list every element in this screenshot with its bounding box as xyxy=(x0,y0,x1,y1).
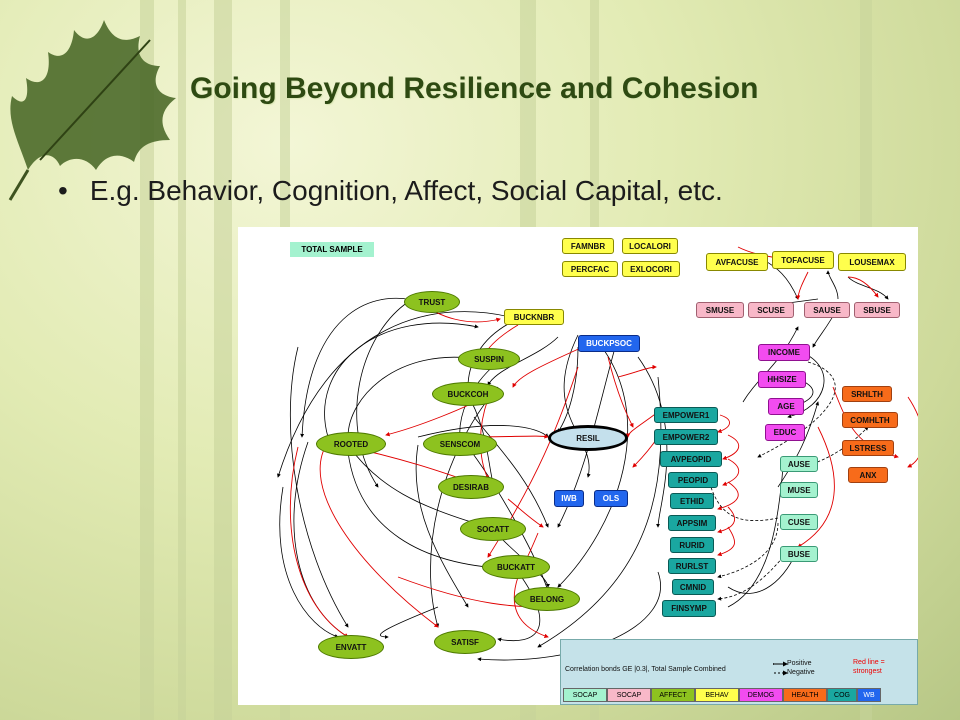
node-senscom: SENSCOM xyxy=(423,432,497,456)
bullet-point: • E.g. Behavior, Cognition, Affect, Socia… xyxy=(58,175,723,207)
node-comhlth: COMHLTH xyxy=(842,412,898,428)
legend-red-line-1: Red line = xyxy=(853,659,885,666)
node-lousemax: LOUSEMAX xyxy=(838,253,906,271)
legend-positive: Positive xyxy=(787,660,812,667)
legend-arrow-icons xyxy=(773,661,788,676)
node-rurlst: RURLST xyxy=(668,558,716,574)
legend-categories: SOCAP SOCAP AFFECT BEHAV DEMOG HEALTH CO… xyxy=(563,688,881,702)
legend-red-line-note: Red line = strongest xyxy=(853,658,885,676)
legend-cat-behav: BEHAV xyxy=(695,688,739,702)
node-rurid: RURID xyxy=(670,537,714,553)
node-envatt: ENVATT xyxy=(318,635,384,659)
node-avfacuse: AVFACUSE xyxy=(706,253,768,271)
node-suspin: SUSPIN xyxy=(458,348,520,370)
slide-title: Going Beyond Resilience and Cohesion xyxy=(190,72,759,105)
node-srhlth: SRHLTH xyxy=(842,386,892,402)
node-bucknbr: BUCKNBR xyxy=(504,309,564,325)
node-cuse: CUSE xyxy=(780,514,818,530)
node-iwb: IWB xyxy=(554,490,584,507)
node-localori: LOCALORI xyxy=(622,238,678,254)
node-buse: BUSE xyxy=(780,546,818,562)
node-income: INCOME xyxy=(758,344,810,361)
node-cmnid: CMNID xyxy=(672,579,714,595)
node-lstress: LSTRESS xyxy=(842,440,894,456)
node-empower1: EMPOWER1 xyxy=(654,407,718,423)
node-scuse: SCUSE xyxy=(748,302,794,318)
node-sause: SAUSE xyxy=(804,302,850,318)
node-socatt: SOCATT xyxy=(460,517,526,541)
legend-cat-socap-1: SOCAP xyxy=(563,688,607,702)
node-satisf: SATISF xyxy=(434,630,496,654)
node-ethid: ETHID xyxy=(670,493,714,509)
node-belong: BELONG xyxy=(514,587,580,611)
node-percfac: PERCFAC xyxy=(562,261,618,277)
legend-cat-wb: WB xyxy=(857,688,881,702)
oak-leaf-icon xyxy=(8,20,177,201)
total-sample-label: TOTAL SAMPLE xyxy=(290,242,374,257)
legend-red-line-2: strongest xyxy=(853,668,882,675)
correlation-network-diagram: TOTAL SAMPLE TRUST BUCKNBR SUSPIN BUCKCO… xyxy=(238,227,918,705)
node-avpeopid: AVPEOPID xyxy=(660,451,722,467)
node-tofacuse: TOFACUSE xyxy=(772,251,834,269)
legend-cat-cog: COG xyxy=(827,688,857,702)
node-smuse: SMUSE xyxy=(696,302,744,318)
legend-cat-demog: DEMOG xyxy=(739,688,783,702)
node-buckatt: BUCKATT xyxy=(482,555,550,579)
node-sbuse: SBUSE xyxy=(854,302,900,318)
legend-cat-health: HEALTH xyxy=(783,688,827,702)
node-hhsize: HHSIZE xyxy=(758,371,806,388)
node-anx: ANX xyxy=(848,467,888,483)
node-peopid: PEOPID xyxy=(668,472,718,488)
node-ols: OLS xyxy=(594,490,628,507)
node-finsymp: FINSYMP xyxy=(662,600,716,617)
legend-cat-affect: AFFECT xyxy=(651,688,695,702)
node-resil: RESIL xyxy=(548,425,628,451)
bullet-text: E.g. Behavior, Cognition, Affect, Social… xyxy=(89,175,723,206)
legend-cat-socap-2: SOCAP xyxy=(607,688,651,702)
bullet-glyph: • xyxy=(58,175,68,206)
node-famnbr: FAMNBR xyxy=(562,238,614,254)
node-appsim: APPSIM xyxy=(668,515,716,531)
node-empower2: EMPOWER2 xyxy=(654,429,718,445)
node-buckcoh: BUCKCOH xyxy=(432,382,504,406)
node-desirab: DESIRAB xyxy=(438,475,504,499)
node-rooted: ROOTED xyxy=(316,432,386,456)
legend-negative: Negative xyxy=(787,669,815,676)
diagram-legend: Correlation bonds GE |0.3|, Total Sample… xyxy=(560,639,918,705)
node-ause: AUSE xyxy=(780,456,818,472)
node-age: AGE xyxy=(768,398,804,415)
node-buckpsoc: BUCKPSOC xyxy=(578,335,640,352)
node-trust: TRUST xyxy=(404,291,460,313)
legend-caption: Correlation bonds GE |0.3|, Total Sample… xyxy=(565,666,726,673)
node-educ: EDUC xyxy=(765,424,805,441)
node-exlocori: EXLOCORI xyxy=(622,261,680,277)
node-muse: MUSE xyxy=(780,482,818,498)
